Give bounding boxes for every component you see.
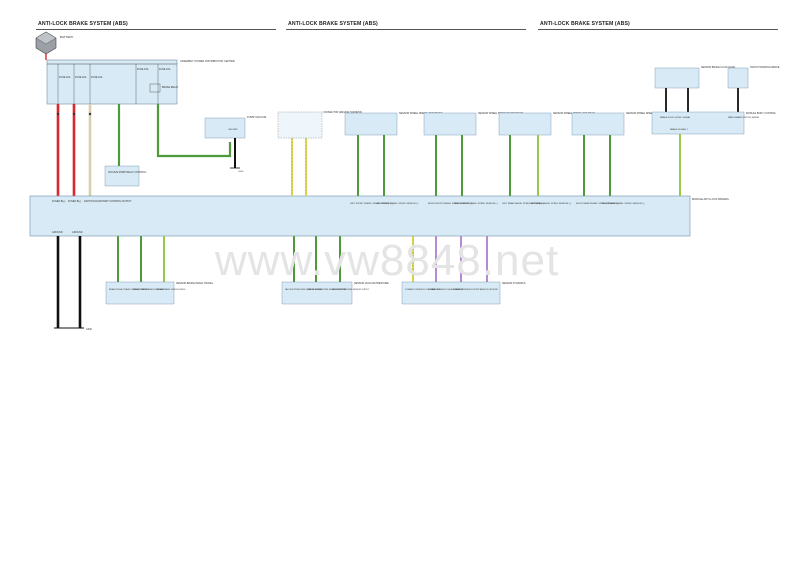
connector-engine-harness: CONNECTOR (ENGINE HARNESS) [277,111,362,196]
watermark: www.vw8848.net [215,236,560,285]
abs-ground1: GROUND [52,231,63,234]
pdc-fuse1: FUSE 40A [59,76,71,79]
sensor-lf-label: SENSOR WHEEL SPEED LEFT FRONT [399,112,443,115]
sensor-lr-ret: LEFT REAR WHEEL SPEED SENSOR (-) [530,202,571,205]
sensor-lf-ret: LEFT FRONT WHEEL SPEED SENSOR (-) [376,203,419,205]
bp3-label: PEDAL TRAVEL SENSOR FEED [156,288,186,291]
power-feed-wires [56,104,232,196]
dy2-label: DYNAMICS SENSOR HIGH DATA LINK [428,288,464,291]
brake-signal-label: BRAKE SIGNAL 1 [670,128,689,131]
pump-relay-label: VACUUM PUMP RELAY CONTROL [108,171,147,174]
brake-pedal-label: SENSOR BRAKE PEDAL TRAVEL [176,282,214,285]
sensor-rr-label: SENSOR WHEEL SPEED RIGHT REAR [626,112,670,115]
sensor-lr: SENSOR WHEEL SPEED LEFT REAR LEFT REAR W… [498,112,595,205]
pdc-fuse2: FUSE 40A [75,76,87,79]
vp2-label: VACUUM PRESSURE SENSOR RETURN [308,288,347,291]
ground-ref-g300: G300 [86,328,93,331]
brake-fluid-sig-label: BRAKE FLUID LEVEL SIGNAL [660,116,691,119]
brake-level-label: SENSOR BRAKE FLUID LEVEL [701,66,736,69]
battery-label: BATTERY [60,35,74,39]
abs-module: MODULE ANTI-LOCK BRAKES FUSED B(+) FUSED… [29,195,729,237]
pdc-relay: BRAKE RELAY [162,86,179,89]
pump-title: PUMP VACUUM [247,115,266,119]
pdc-label: ASSEMBLY POWER DISTRIBUTION CENTER [180,59,235,63]
power-distribution-center: ASSEMBLY POWER DISTRIBUTION CENTER FUSE … [46,59,235,105]
pump-ground-ref: G100 [238,171,244,173]
header-rule-center [286,29,526,30]
vp3-label: VACUUM PRESSURE SENSOR SUPPLY [332,288,370,291]
vp1-label: VACUUM PRESSURE SENSOR SIGNAL [285,288,323,291]
battery: BATTERY [35,31,74,60]
abs-module-label: MODULE ANTI-LOCK BRAKES [692,197,729,201]
pump-ground-label: GROUND [228,129,238,131]
right-modules: SENSOR BRAKE FLUID LEVEL SWITCH PARKING … [651,66,780,196]
vacuum-relay-control: VACUUM PUMP RELAY CONTROL [104,165,147,187]
bp2-label: PEDAL TRAVEL SENSOR SIGNAL [133,288,165,291]
dynamics-label: SENSOR DYNAMICS [502,282,526,285]
page-title-right: ANTI-LOCK BRAKE SYSTEM (ABS) [540,21,630,27]
connector-label: CONNECTOR (ENGINE HARNESS) [323,111,362,114]
park-brake-label: SWITCH PARKING BRAKE [750,66,780,69]
abs-ignition: IGNITION RUN/START CONTROL OUTPUT [84,200,132,203]
pump-vacuum: PUMP VACUUM GROUND G100 [204,115,266,173]
abs-ground2: GROUND [72,231,83,234]
abs-fused2: FUSED B(+) [68,200,82,203]
sensor-lf: SENSOR WHEEL SPEED LEFT FRONT LEFT FRONT… [344,112,443,205]
header-rule-left [36,29,276,30]
sensor-rr-sig: RIGHT REAR WHEEL SPEED SENSOR (+) [576,202,619,205]
sensor-rr: SENSOR WHEEL SPEED RIGHT REAR RIGHT REAR… [571,112,670,205]
park-sig-label: PARK BRAKE SWITCH SENSE [728,116,760,119]
pdc-fuse5: FUSE 10A [159,68,171,71]
dy3-label: DYNAMICS SENSOR SUPPLY [453,288,482,291]
dy4-label: SENSOR GROUND [480,289,498,291]
pdc-fuse4: FUSE 15A [137,68,149,71]
sensor-rf-sig: RIGHT FRONT WHEEL SPEED SENSOR (+) [428,203,473,205]
sensor-lr-sig: LEFT REAR WHEEL SPEED SENSOR (+) [502,202,544,205]
pdc-fuse3: FUSE 10A [91,76,103,79]
vacuum-pressure-sensor: SENSOR VACUUM PRESSURE VACUUM PRESSURE S… [281,236,389,305]
sensor-lf-sig: LEFT FRONT WHEEL SPEED SENSOR (+) [350,203,393,205]
abs-fused1: FUSED B(+) [52,200,66,203]
dy1-label: DYNAMICS SENSOR LOW DATA LINK [405,288,441,291]
header-rule-right [538,29,778,30]
ground-wires: G300 [54,236,93,331]
page-title-left: ANTI-LOCK BRAKE SYSTEM (ABS) [38,21,128,27]
brake-pedal-sensor: SENSOR BRAKE PEDAL TRAVEL BRAKE PEDAL TR… [105,236,214,305]
vacuum-label: SENSOR VACUUM PRESSURE [354,282,389,285]
bp1-label: BRAKE PEDAL TRAVEL SENSOR RETURN [109,288,149,291]
sensor-rr-ret: RIGHT REAR WHEEL SPEED SENSOR (-) [602,202,645,205]
sensor-rf-ret: RIGHT FRONT WHEEL SPEED SENSOR (-) [454,203,498,205]
body-ctrl-label: MODULE BODY CONTROL [746,112,777,115]
page-title-center: ANTI-LOCK BRAKE SYSTEM (ABS) [288,21,378,27]
dynamics-sensor: SENSOR DYNAMICS DYNAMICS SENSOR LOW DATA… [401,236,526,305]
